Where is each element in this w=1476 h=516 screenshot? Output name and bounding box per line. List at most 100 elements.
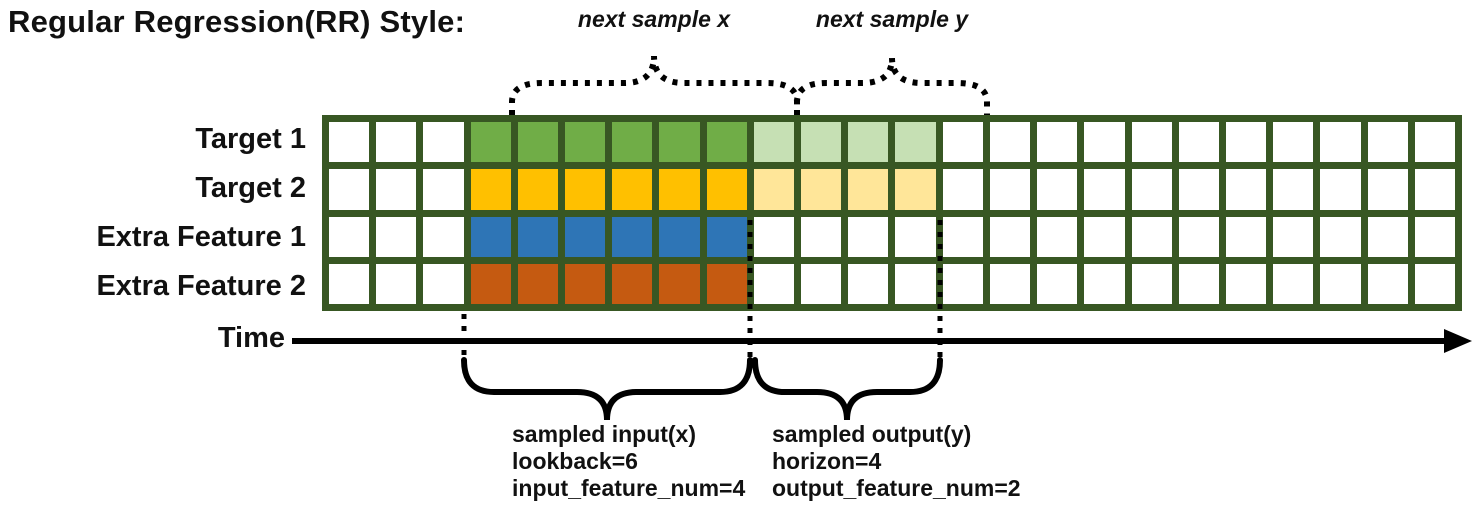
row-label-extra-feature-2: Extra Feature 2 <box>96 270 306 302</box>
grid-cell <box>1273 122 1314 163</box>
grid-cell <box>423 263 464 304</box>
grid-cell <box>1414 216 1455 257</box>
grid-cell <box>1037 169 1078 210</box>
grid-cell <box>1178 169 1219 210</box>
row-label-target-1: Target 1 <box>195 123 306 155</box>
grid-cell <box>329 169 370 210</box>
grid-cell <box>1178 263 1219 304</box>
grid-cell <box>1273 263 1314 304</box>
grid-cell <box>1273 169 1314 210</box>
sampled-input-brace <box>461 357 753 421</box>
grid-cell <box>848 122 889 163</box>
grid-cell <box>989 169 1031 210</box>
grid-cell <box>376 169 417 210</box>
grid-cell <box>470 122 511 163</box>
grid-cell <box>942 122 983 163</box>
input-feature-line: input_feature_num=4 <box>512 475 746 501</box>
grid-cell <box>1131 263 1172 304</box>
grid-cell <box>895 169 936 210</box>
grid-cell <box>706 122 747 163</box>
sampled-output-brace <box>752 357 943 421</box>
grid-cell <box>1320 122 1361 163</box>
grid-cell <box>376 263 417 304</box>
grid-cell <box>1225 122 1267 163</box>
grid-cell <box>470 169 511 210</box>
time-axis-arrowhead <box>1444 329 1472 353</box>
grid-cell <box>470 216 511 257</box>
row-label-target-2: Target 2 <box>195 172 306 204</box>
grid-cell <box>1225 216 1267 257</box>
grid-cell <box>1131 122 1172 163</box>
grid-cell <box>565 263 606 304</box>
grid-cell <box>801 169 842 210</box>
grid-cell <box>1225 169 1267 210</box>
grid-cell <box>1084 169 1125 210</box>
grid-cell <box>895 216 936 257</box>
sampled-input-line: sampled input(x) <box>512 421 697 447</box>
grid-cell <box>612 216 653 257</box>
next-sample-y-brace <box>794 57 990 115</box>
grid-cell <box>1178 216 1219 257</box>
grid-cell <box>1367 122 1408 163</box>
grid-cell <box>1084 263 1125 304</box>
grid-cell <box>706 216 747 257</box>
sampled-output-line: sampled output(y) <box>772 421 972 447</box>
grid-cell <box>1225 263 1267 304</box>
grid-cell <box>1037 216 1078 257</box>
grid-cell <box>517 122 559 163</box>
grid-cell <box>1414 169 1455 210</box>
grid <box>322 115 1462 311</box>
grid-cell <box>565 169 606 210</box>
grid-cell <box>801 263 842 304</box>
grid-cell <box>989 263 1031 304</box>
grid-cell <box>1367 216 1408 257</box>
grid-cell <box>753 122 795 163</box>
grid-cell <box>659 169 700 210</box>
grid-cell <box>376 122 417 163</box>
grid-cell <box>753 216 795 257</box>
time-axis-label: Time <box>217 322 285 354</box>
grid-cell <box>895 263 936 304</box>
next-sample-y-label: next sample y <box>815 6 969 32</box>
grid-cell <box>753 169 795 210</box>
grid-cell <box>753 263 795 304</box>
grid-cell <box>1037 263 1078 304</box>
grid-cell <box>706 263 747 304</box>
grid-cell <box>1131 169 1172 210</box>
grid-cell <box>659 122 700 163</box>
grid-cell <box>942 169 983 210</box>
grid-cell <box>329 122 370 163</box>
sampled-output-annotation: sampled output(y) horizon=4 output_featu… <box>772 421 1021 502</box>
sampled-input-annotation: sampled input(x) lookback=6 input_featur… <box>512 421 745 502</box>
row-label-column: Target 1 Target 2 Extra Feature 1 Extra … <box>0 115 312 311</box>
grid-cell <box>612 263 653 304</box>
grid-cell <box>423 122 464 163</box>
grid-cell <box>848 169 889 210</box>
grid-cell <box>989 216 1031 257</box>
grid-cell <box>848 216 889 257</box>
grid-cell <box>659 216 700 257</box>
grid-cell <box>612 122 653 163</box>
lookback-line: lookback=6 <box>512 448 638 474</box>
grid-cell <box>942 263 983 304</box>
grid-cell <box>1131 216 1172 257</box>
grid-cell <box>1320 169 1361 210</box>
grid-cell <box>565 122 606 163</box>
grid-cell <box>1084 122 1125 163</box>
grid-cell <box>376 216 417 257</box>
grid-cell <box>801 216 842 257</box>
grid-cell <box>942 216 983 257</box>
grid-cell <box>1367 169 1408 210</box>
grid-cell <box>1084 216 1125 257</box>
grid-cell <box>1414 122 1455 163</box>
grid-cell <box>1037 122 1078 163</box>
grid-cell <box>895 122 936 163</box>
grid-cell <box>1414 263 1455 304</box>
grid-cell <box>659 263 700 304</box>
grid-cell <box>517 169 559 210</box>
grid-cell <box>565 216 606 257</box>
grid-cell <box>517 263 559 304</box>
grid-cell <box>1320 216 1361 257</box>
next-sample-x-label: next sample x <box>577 6 731 32</box>
